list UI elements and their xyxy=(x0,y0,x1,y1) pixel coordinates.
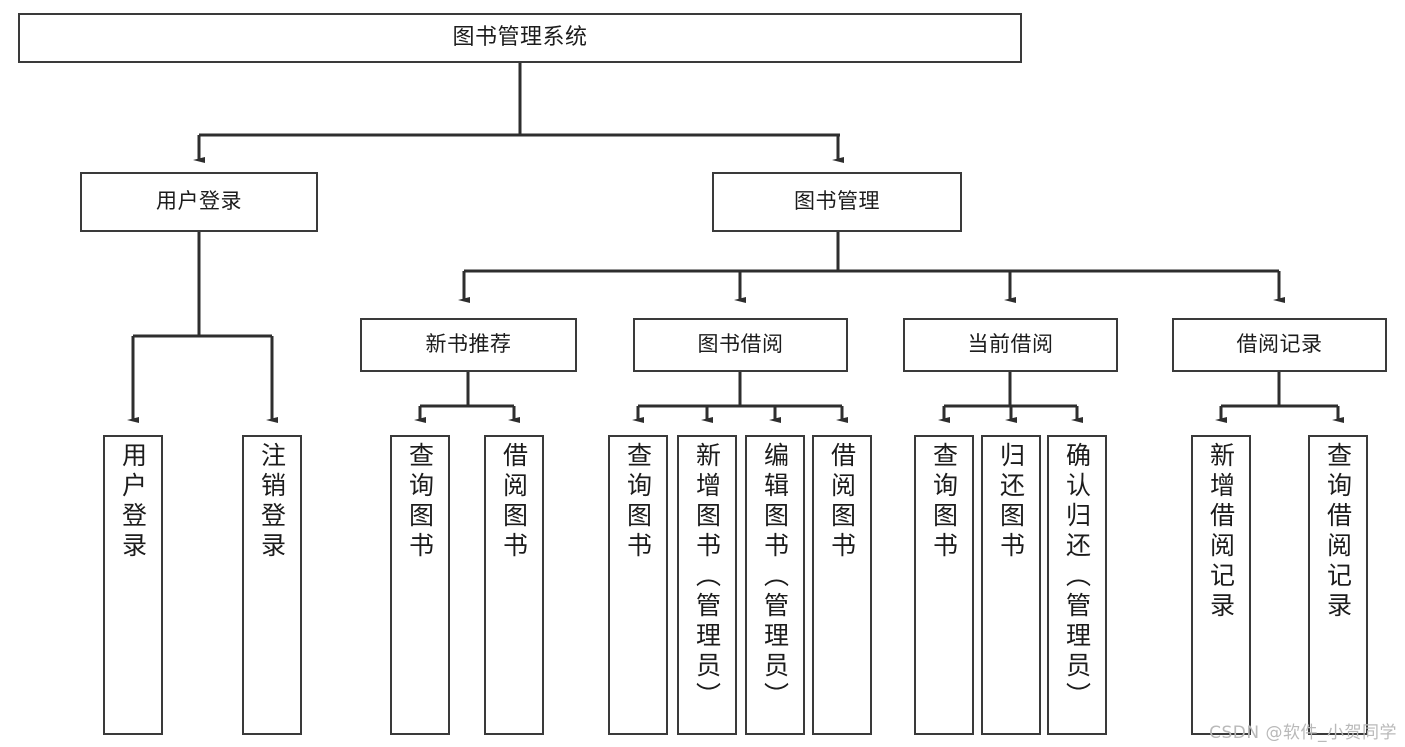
node-label: 新增借阅记录 xyxy=(1206,442,1236,622)
node-label: 查询图书 xyxy=(623,442,653,562)
node-current-borrow[interactable]: 当前借阅 xyxy=(903,318,1118,372)
leaf-add-borrow-record[interactable]: 新增借阅记录 xyxy=(1191,435,1251,735)
leaf-add-book-admin[interactable]: 新增图书（管理员） xyxy=(677,435,737,735)
leaf-query-book-borrow[interactable]: 查询图书 xyxy=(608,435,668,735)
leaf-borrow-book[interactable]: 借阅图书 xyxy=(812,435,872,735)
leaf-confirm-return-admin[interactable]: 确认归还（管理员） xyxy=(1047,435,1107,735)
node-label: 用户登录 xyxy=(156,189,242,214)
node-label: 注销登录 xyxy=(257,442,287,562)
node-label: 借阅图书 xyxy=(499,442,529,562)
leaf-query-book-recommend[interactable]: 查询图书 xyxy=(390,435,450,735)
node-label: 确认归还（管理员） xyxy=(1062,442,1092,712)
node-label: 查询借阅记录 xyxy=(1323,442,1353,622)
node-label: 查询图书 xyxy=(929,442,959,562)
leaf-query-borrow-record[interactable]: 查询借阅记录 xyxy=(1308,435,1368,735)
node-label: 归还图书 xyxy=(996,442,1026,562)
node-label: 查询图书 xyxy=(405,442,435,562)
node-label: 借阅图书 xyxy=(827,442,857,562)
node-label: 图书管理系统 xyxy=(452,24,588,50)
leaf-edit-book-admin[interactable]: 编辑图书（管理员） xyxy=(745,435,805,735)
node-label: 新增图书（管理员） xyxy=(692,442,722,712)
node-label: 图书管理 xyxy=(794,189,880,214)
node-book-management[interactable]: 图书管理 xyxy=(712,172,962,232)
leaf-user-login[interactable]: 用户登录 xyxy=(103,435,163,735)
node-label: 新书推荐 xyxy=(425,332,512,357)
node-borrow-record[interactable]: 借阅记录 xyxy=(1172,318,1387,372)
node-user-login[interactable]: 用户登录 xyxy=(80,172,318,232)
node-book-borrow[interactable]: 图书借阅 xyxy=(633,318,848,372)
leaf-return-book[interactable]: 归还图书 xyxy=(981,435,1041,735)
leaf-query-book-current[interactable]: 查询图书 xyxy=(914,435,974,735)
node-label: 借阅记录 xyxy=(1236,332,1323,357)
node-label: 用户登录 xyxy=(118,442,148,562)
node-label: 图书借阅 xyxy=(697,332,784,357)
leaf-borrow-book-recommend[interactable]: 借阅图书 xyxy=(484,435,544,735)
node-label: 编辑图书（管理员） xyxy=(760,442,790,712)
node-label: 当前借阅 xyxy=(967,332,1054,357)
node-new-book-recommend[interactable]: 新书推荐 xyxy=(360,318,577,372)
leaf-logout-login[interactable]: 注销登录 xyxy=(242,435,302,735)
watermark: CSDN @软件_小贺同学 xyxy=(1209,723,1397,743)
node-root-system[interactable]: 图书管理系统 xyxy=(18,13,1022,63)
